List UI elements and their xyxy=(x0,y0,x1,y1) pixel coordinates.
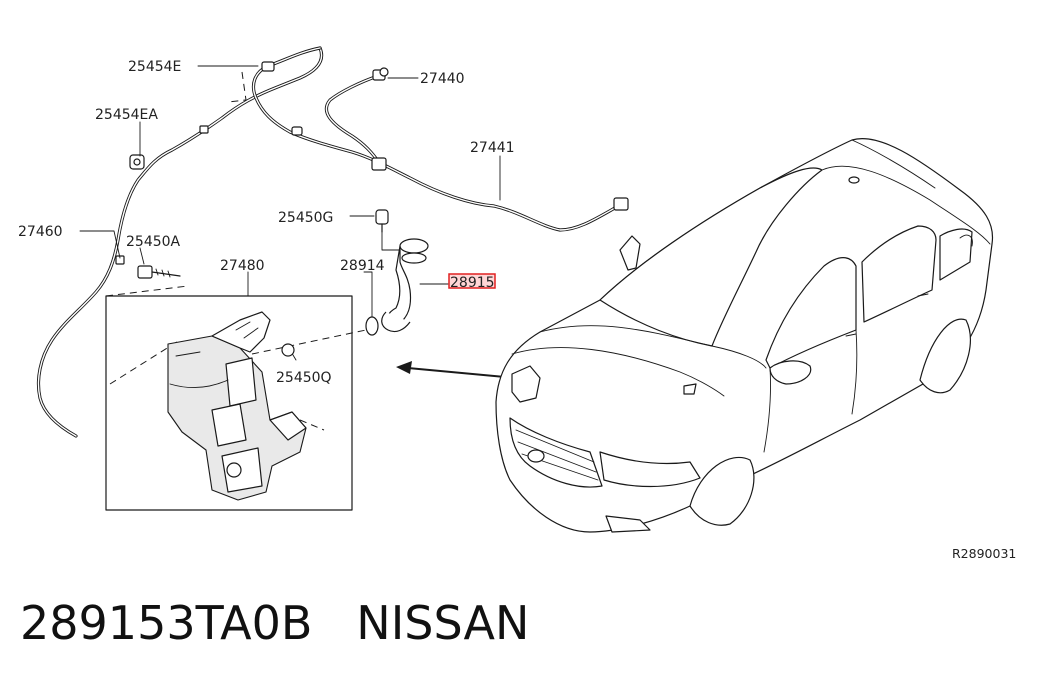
callout-28915: 28915 xyxy=(450,275,495,291)
washer-hose-assembly xyxy=(36,46,629,438)
callout-25450A: 25450A xyxy=(126,234,181,250)
part-caption: 289153TA0B NISSAN xyxy=(20,596,529,650)
washer-tank-27480 xyxy=(167,311,307,501)
bolt-25450A xyxy=(137,265,181,279)
reservoir-frame xyxy=(105,285,367,511)
seal-28914 xyxy=(365,316,379,336)
callout-27480: 27480 xyxy=(220,258,265,274)
part-number: 289153TA0B xyxy=(20,596,313,650)
callout-25450Q: 25450Q xyxy=(276,370,332,386)
reference-code: R2890031 xyxy=(952,546,1016,561)
callout-25454E: 25454E xyxy=(128,59,181,75)
clip-25450G xyxy=(375,209,389,233)
filler-neck-28915 xyxy=(381,238,429,333)
highlight-box xyxy=(448,273,496,289)
callout-25450G: 25450G xyxy=(278,210,333,226)
callout-27460: 27460 xyxy=(18,224,63,240)
brand-name: NISSAN xyxy=(356,596,530,650)
leader-lines xyxy=(79,65,501,361)
callout-labels: 25454E 27440 25454EA 27441 27460 25450G … xyxy=(18,59,1016,561)
callout-27440: 27440 xyxy=(420,71,465,87)
callout-27441: 27441 xyxy=(470,140,515,156)
vehicle-outline xyxy=(495,138,994,533)
callout-25454EA: 25454EA xyxy=(95,107,158,123)
callout-28914: 28914 xyxy=(340,258,385,274)
location-arrow xyxy=(396,361,517,379)
